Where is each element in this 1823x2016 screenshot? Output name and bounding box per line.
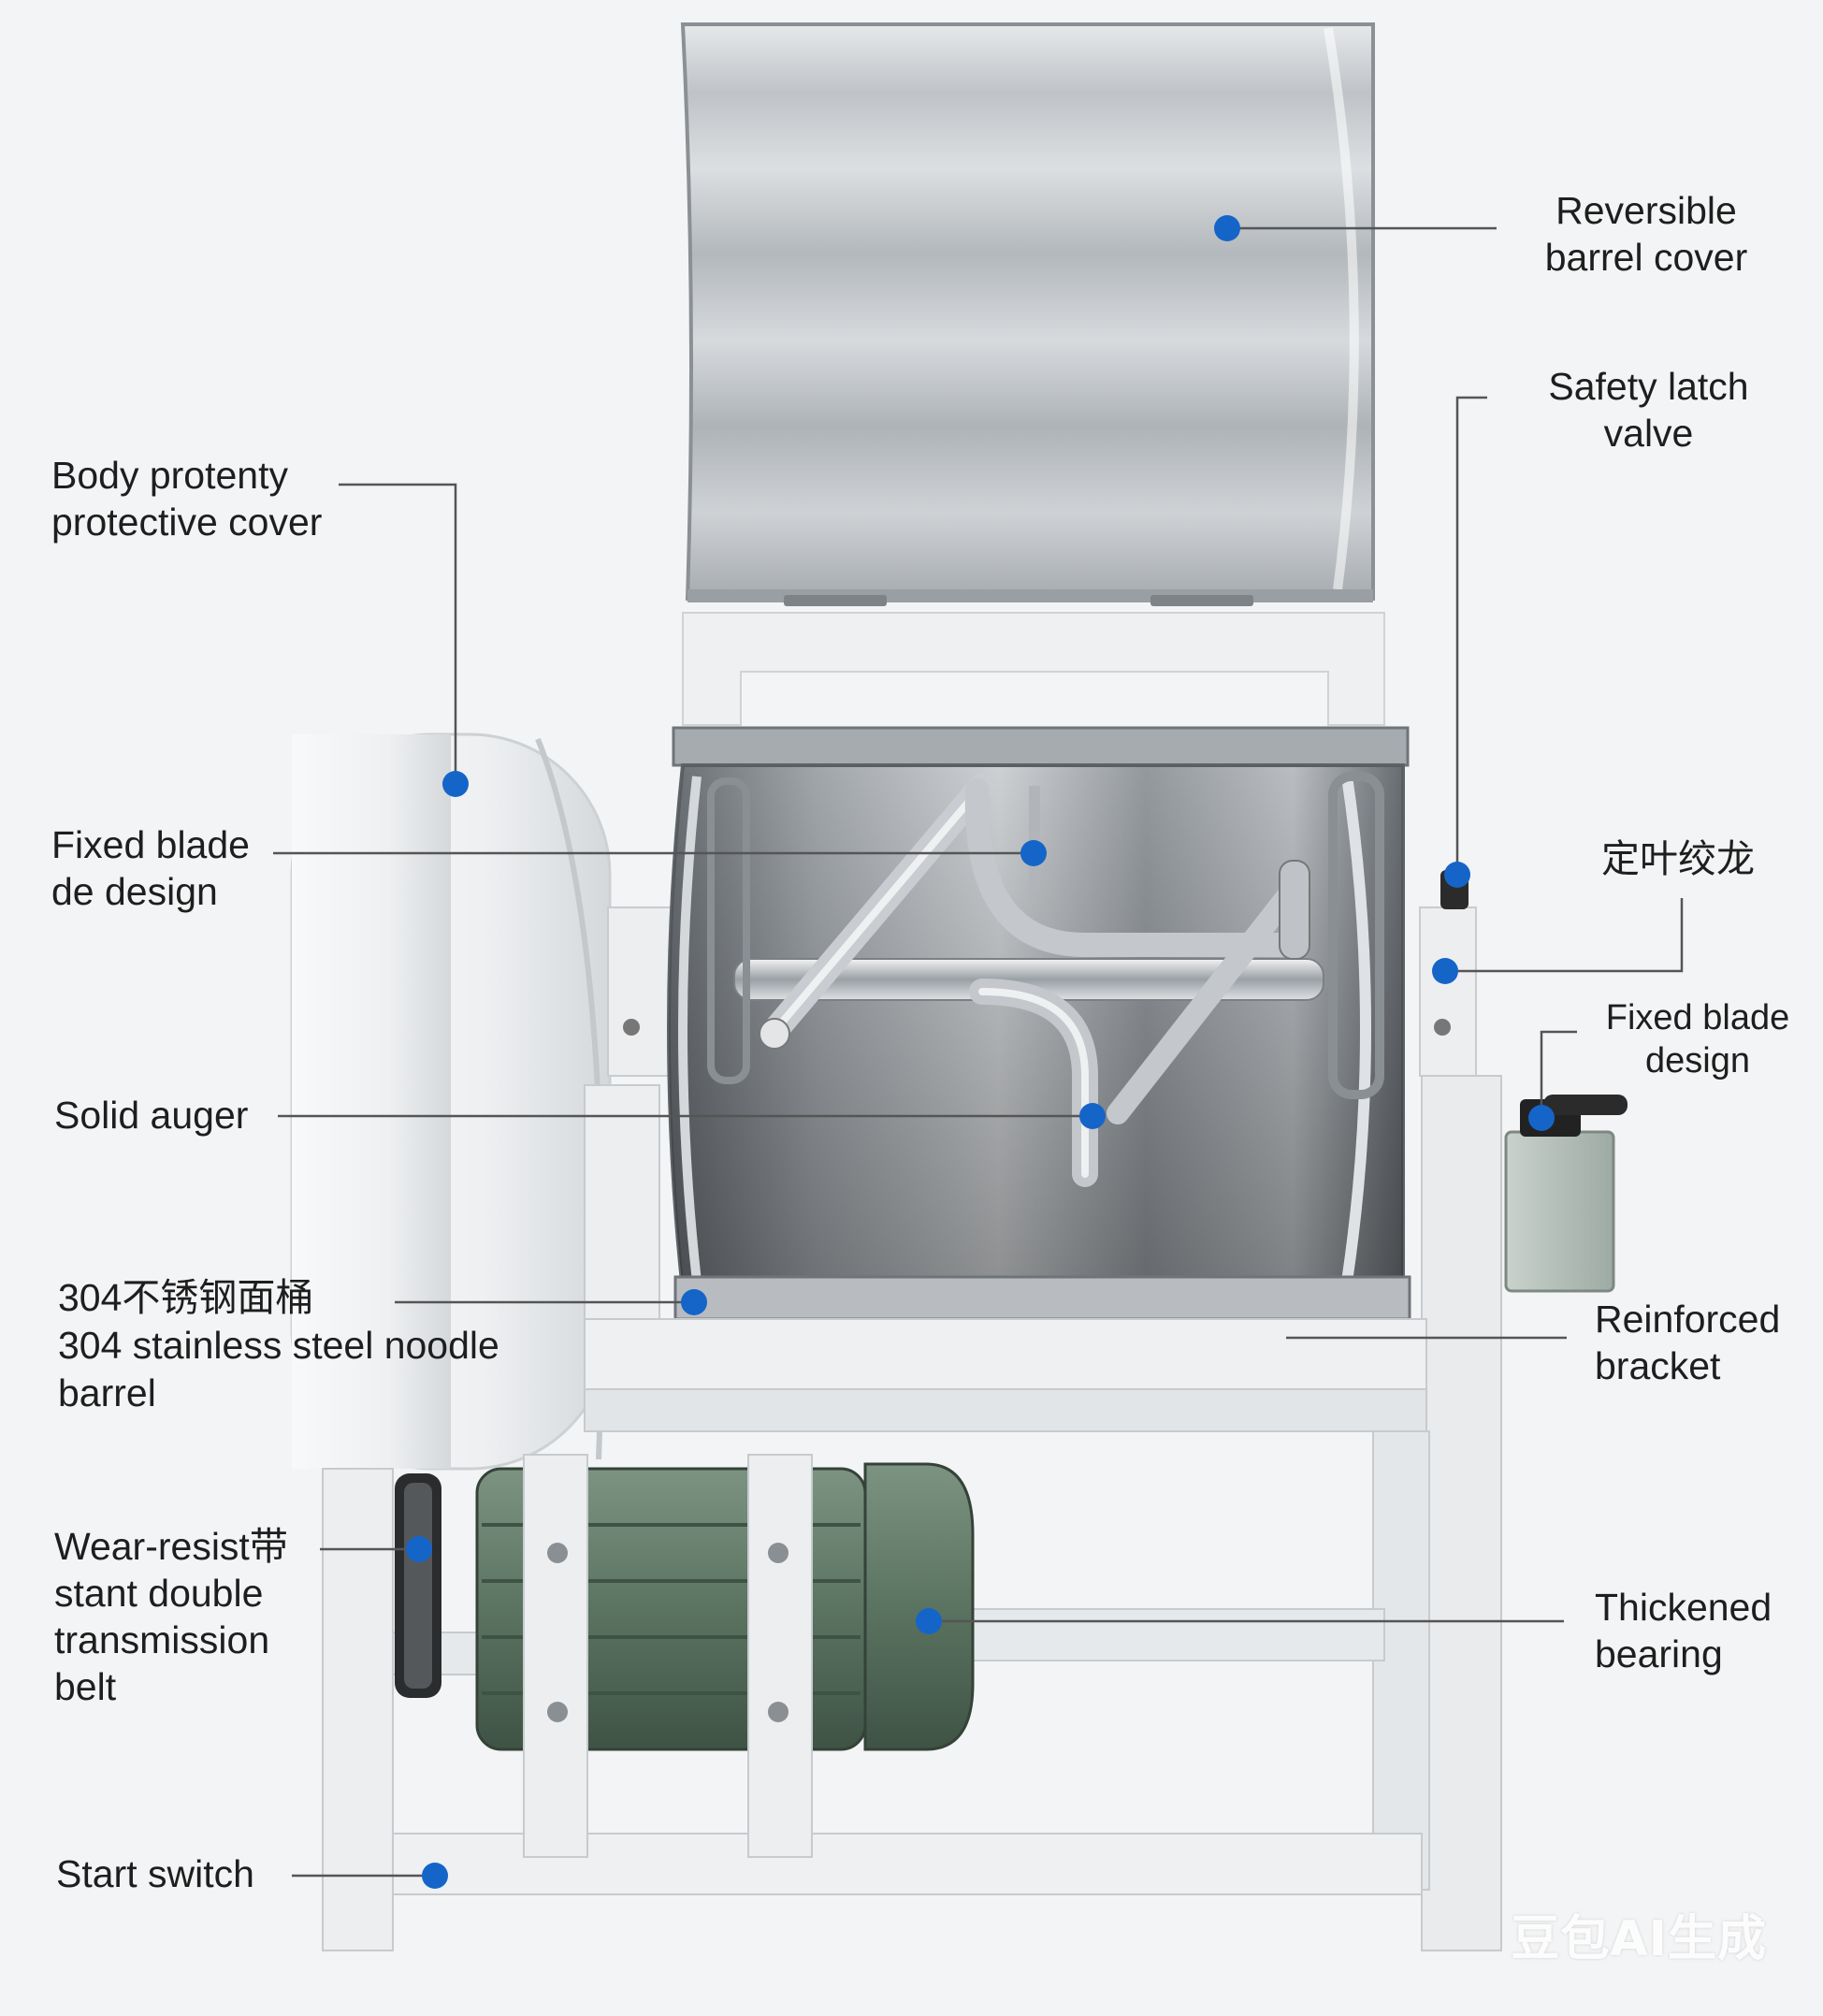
marker-dot bbox=[442, 771, 469, 797]
label-line: transmission bbox=[54, 1618, 270, 1661]
label-safety-latch-valve: Safety latch valve bbox=[1497, 363, 1801, 457]
marker-dot bbox=[1020, 840, 1047, 866]
leader-line bbox=[1455, 396, 1487, 875]
label-line: barrel bbox=[58, 1371, 156, 1414]
mixing-barrel bbox=[667, 726, 1411, 1321]
label-line: bracket bbox=[1595, 1344, 1721, 1387]
marker-dot bbox=[422, 1863, 448, 1889]
marker-dot bbox=[1214, 215, 1240, 241]
auger bbox=[733, 773, 1324, 1187]
label-reinforced-bracket: Reinforced bracket bbox=[1595, 1296, 1780, 1389]
label-solid-auger: Solid auger bbox=[54, 1092, 248, 1139]
label-line: 定叶绞龙 bbox=[1601, 837, 1755, 880]
label-line: valve bbox=[1603, 412, 1694, 455]
label-line: Wear-resist带 bbox=[54, 1525, 288, 1568]
label-line: Fixed blade bbox=[51, 823, 250, 866]
watermark: 豆包AI生成 bbox=[1511, 1911, 1767, 1967]
leader-line bbox=[1540, 1030, 1577, 1113]
label-transmission-belt: Wear-resist带 stant double transmission b… bbox=[54, 1523, 288, 1710]
label-fixed-blade-left: Fixed blade de design bbox=[51, 821, 250, 915]
label-reversible-barrel-cover: Reversible barrel cover bbox=[1506, 187, 1787, 281]
label-line: Fixed blade bbox=[1605, 998, 1790, 1037]
label-line: Safety latch bbox=[1548, 365, 1749, 408]
drum-end-rings bbox=[707, 772, 1384, 1099]
motor bbox=[475, 1454, 975, 1858]
marker-dot bbox=[406, 1536, 432, 1562]
label-start-switch: Start switch bbox=[56, 1850, 254, 1897]
label-line: Reinforced bbox=[1595, 1298, 1781, 1341]
label-fixed-blade-chinese: 定叶绞龙 bbox=[1601, 835, 1755, 882]
label-thickened-bearing: Thickened bearing bbox=[1595, 1584, 1772, 1677]
label-line: design bbox=[1645, 1041, 1750, 1081]
label-line: belt bbox=[54, 1665, 117, 1708]
label-line: Solid auger bbox=[54, 1094, 249, 1137]
marker-dot bbox=[1079, 1103, 1106, 1129]
marker-dot bbox=[1444, 862, 1470, 888]
label-line: barrel cover bbox=[1544, 236, 1748, 279]
upper-frame bbox=[682, 612, 1385, 726]
label-line: Body protenty bbox=[51, 454, 288, 497]
left-bearing-block bbox=[607, 906, 674, 1077]
label-line: 304不锈钢面桶 bbox=[58, 1276, 314, 1319]
marker-dot bbox=[916, 1608, 942, 1634]
transmission-belt bbox=[395, 1473, 441, 1698]
label-line: stant double bbox=[54, 1572, 264, 1615]
label-fixed-blade-design: Fixed blade design bbox=[1585, 996, 1810, 1082]
leader-line bbox=[1445, 898, 1684, 973]
barrel-cover bbox=[680, 22, 1375, 606]
marker-dot bbox=[1528, 1105, 1555, 1131]
bolt bbox=[1434, 1019, 1451, 1036]
label-line: Thickened bbox=[1595, 1586, 1772, 1629]
label-body-protective-cover: Body protenty protective cover bbox=[51, 452, 322, 545]
marker-dot bbox=[1432, 958, 1458, 984]
protective-cover bbox=[290, 732, 612, 1471]
bolt bbox=[623, 1019, 640, 1036]
label-line: Start switch bbox=[56, 1852, 254, 1895]
label-line: protective cover bbox=[51, 500, 323, 544]
label-line: 304 stainless steel noodle bbox=[58, 1324, 499, 1367]
label-line: bearing bbox=[1595, 1632, 1723, 1675]
marker-dot bbox=[681, 1289, 707, 1315]
label-line: de design bbox=[51, 870, 218, 913]
label-stainless-barrel: 304不锈钢面桶 304 stainless steel noodle barr… bbox=[58, 1274, 499, 1417]
label-line: Reversible bbox=[1555, 189, 1737, 232]
leader-line bbox=[339, 483, 457, 784]
